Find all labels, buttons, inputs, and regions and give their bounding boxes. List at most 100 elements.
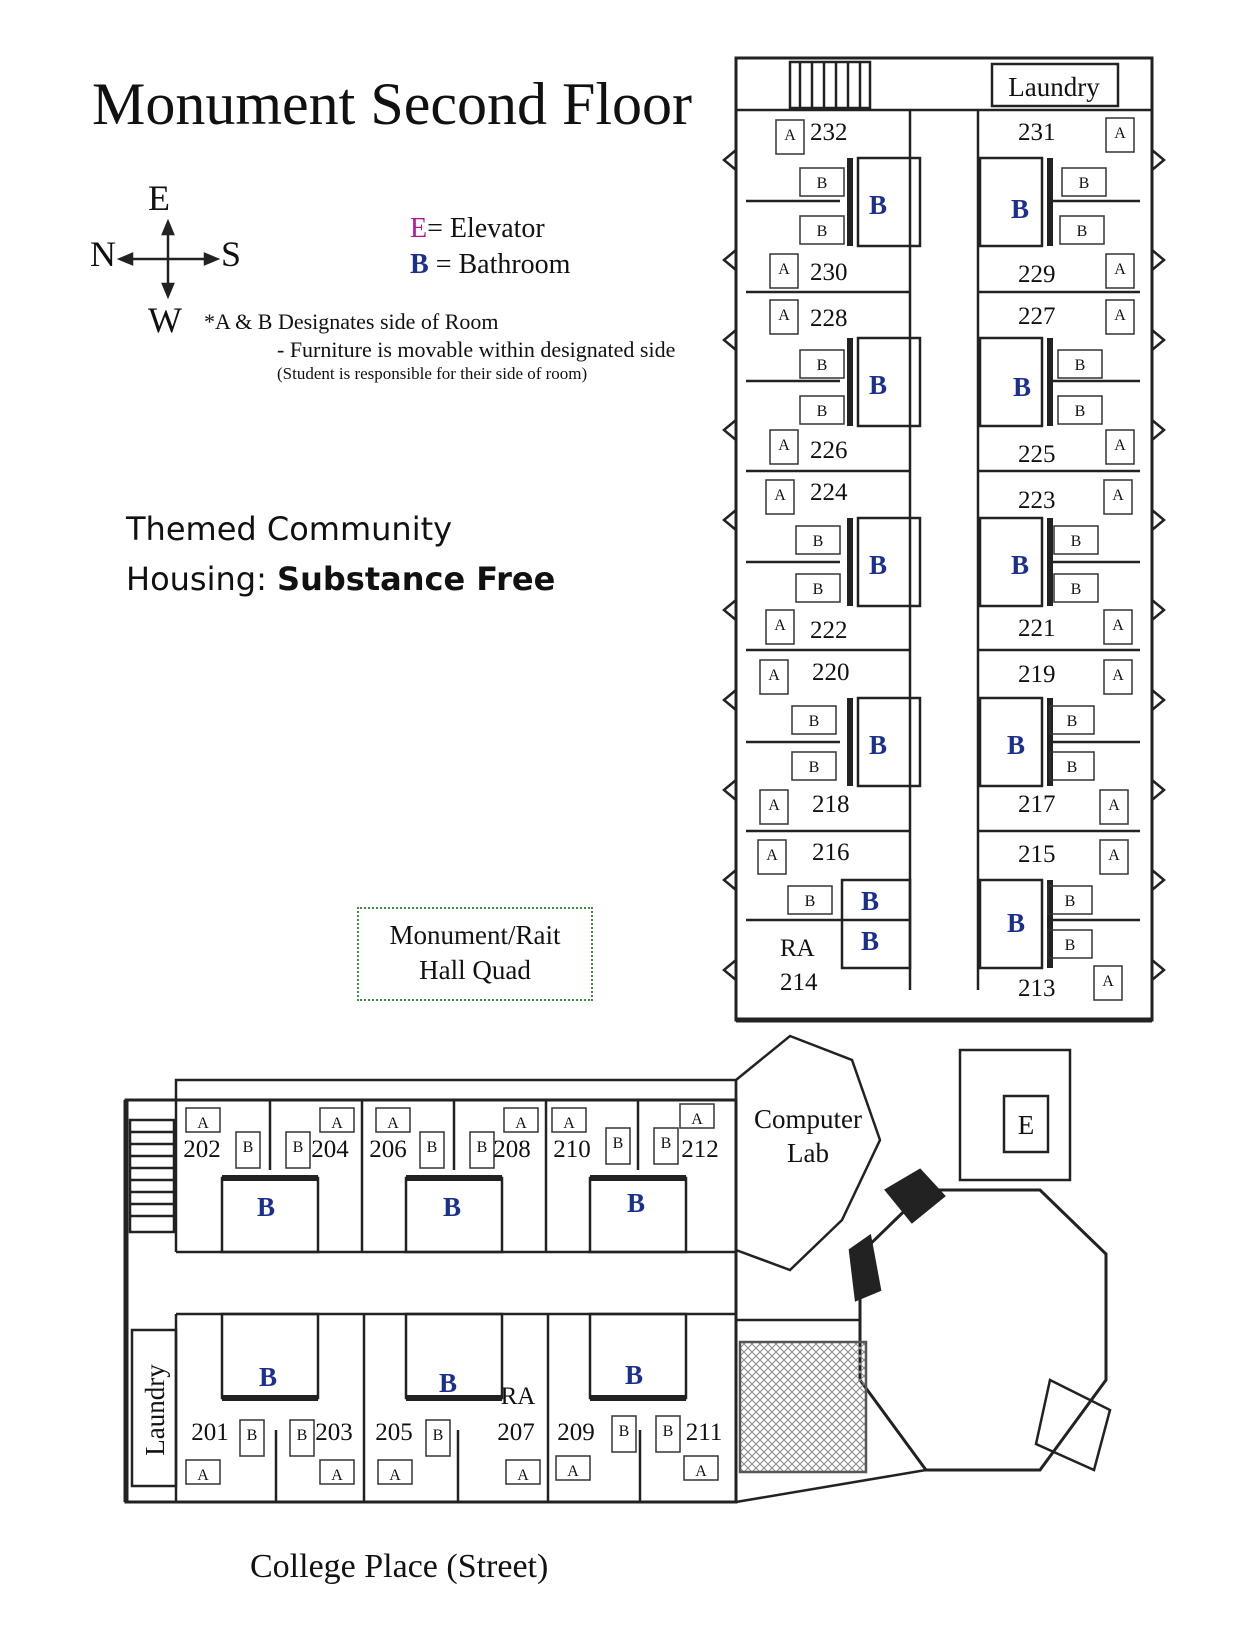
side-b-west-8: B: [805, 893, 816, 910]
side-b-west-2-box: [799, 349, 845, 379]
side-b-east-2-box: [1057, 349, 1103, 379]
side-a-room-218: A: [768, 797, 780, 814]
room-212: 212: [681, 1136, 719, 1163]
side-b-west-6: B: [809, 713, 820, 730]
side-a-room-210-box: [551, 1107, 587, 1133]
side-b-north-5-box: [653, 1127, 679, 1165]
bathroom-east-4: B: [1007, 908, 1025, 938]
side-a-room-216-box: [757, 839, 787, 875]
side-a-room-209-box: [555, 1455, 591, 1481]
room-230: 230: [810, 259, 848, 286]
side-a-room-217: A: [1108, 797, 1120, 814]
room-227: 227: [1018, 303, 1056, 330]
side-b-east-1: B: [1077, 223, 1088, 240]
side-b-south-1-box: [289, 1419, 315, 1457]
legend-note-2: - Furniture is movable within designated…: [277, 337, 676, 362]
side-b-east-7-box: [1049, 751, 1095, 781]
bathroom-west-2: B: [869, 550, 887, 580]
legend-elevator-key: E: [410, 213, 428, 244]
side-b-west-1-box: [799, 215, 845, 245]
side-b-west-3: B: [817, 403, 828, 420]
elevator-label: E: [1018, 1110, 1035, 1140]
side-b-west-0-box: [799, 167, 845, 197]
room-228: 228: [810, 305, 848, 332]
room-218: 218: [812, 791, 850, 818]
room-215: 215: [1018, 841, 1056, 868]
side-a-room-227: A: [1114, 307, 1126, 324]
compass-west: W: [148, 300, 182, 340]
side-a-room-232: A: [784, 127, 796, 144]
bathroom-south-1: B: [439, 1368, 457, 1398]
room-214: 214: [780, 969, 818, 996]
themed-community-line-2: Housing: Substance Free: [126, 560, 555, 598]
room-207-ra-label: RA: [501, 1383, 536, 1410]
bathroom-north-2: B: [627, 1188, 645, 1218]
side-b-south-3-box: [611, 1415, 637, 1453]
side-b-south-3: B: [619, 1423, 630, 1440]
side-a-room-222: A: [774, 617, 786, 634]
side-b-south-2: B: [433, 1427, 444, 1444]
side-a-room-224-box: [765, 479, 795, 515]
room-202: 202: [183, 1136, 221, 1163]
side-a-room-219-box: [1103, 659, 1133, 695]
side-a-room-223-box: [1103, 479, 1133, 515]
side-a-room-228-box: [769, 299, 799, 335]
side-a-room-215: A: [1108, 847, 1120, 864]
street-label: College Place (Street): [250, 1548, 549, 1585]
side-b-north-3-box: [469, 1131, 495, 1169]
side-a-room-201-box: [185, 1459, 221, 1485]
side-a-room-206: A: [387, 1115, 399, 1132]
room-232: 232: [810, 119, 848, 146]
computer-lab-label-2: Lab: [787, 1138, 829, 1168]
side-a-room-225: A: [1114, 437, 1126, 454]
side-a-room-203: A: [331, 1467, 343, 1484]
quad-line-1: Monument/Rait: [389, 920, 561, 950]
side-b-east-0: B: [1079, 175, 1090, 192]
side-a-room-221-box: [1103, 609, 1133, 645]
side-b-north-0: B: [243, 1139, 254, 1156]
bathroom-west-0: B: [869, 190, 887, 220]
side-a-room-213-box: [1093, 965, 1123, 1001]
room-209: 209: [557, 1419, 595, 1446]
side-b-east-8: B: [1065, 893, 1076, 910]
themed-community-line-1: Themed Community: [126, 510, 453, 548]
bathroom-south-2: B: [625, 1360, 643, 1390]
room-222: 222: [810, 617, 848, 644]
side-b-north-2: B: [427, 1139, 438, 1156]
compass-south: S: [221, 234, 242, 274]
side-a-room-201: A: [197, 1467, 209, 1484]
side-a-room-231-box: [1105, 117, 1135, 153]
room-211: 211: [686, 1419, 723, 1446]
side-b-north-4: B: [613, 1135, 624, 1152]
room-226: 226: [810, 437, 848, 464]
side-a-room-208: A: [515, 1115, 527, 1132]
side-b-east-5: B: [1071, 581, 1082, 598]
side-a-room-232-box: [775, 119, 805, 155]
bathroom-south-0: B: [259, 1362, 277, 1392]
side-a-room-225-box: [1105, 429, 1135, 465]
side-a-room-204-box: [319, 1107, 355, 1133]
bathroom-214b: B: [861, 926, 879, 956]
side-b-east-4: B: [1071, 533, 1082, 550]
side-b-east-3-box: [1057, 395, 1103, 425]
side-a-room-211-box: [683, 1455, 719, 1481]
legend-note-3: (Student is responsible for their side o…: [277, 364, 588, 383]
side-b-west-3-box: [799, 395, 845, 425]
legend-bathroom: B = Bathroom: [410, 249, 570, 281]
side-a-room-228: A: [778, 307, 790, 324]
side-b-west-0: B: [817, 175, 828, 192]
side-b-west-8-box: [787, 885, 833, 915]
side-b-east-6: B: [1067, 713, 1078, 730]
side-b-east-4-box: [1053, 525, 1099, 555]
quad-line-2: Hall Quad: [419, 955, 531, 985]
side-b-east-5-box: [1053, 573, 1099, 603]
side-a-room-230: A: [778, 261, 790, 278]
bathroom-east-3: B: [1007, 730, 1025, 760]
side-a-room-207: A: [517, 1467, 529, 1484]
side-b-east-3: B: [1075, 403, 1086, 420]
side-a-room-218-box: [759, 789, 789, 825]
legend-bathroom-text: = Bathroom: [428, 249, 571, 280]
side-b-east-9-box: [1047, 929, 1093, 959]
room-223: 223: [1018, 487, 1056, 514]
side-a-room-209: A: [567, 1463, 579, 1480]
